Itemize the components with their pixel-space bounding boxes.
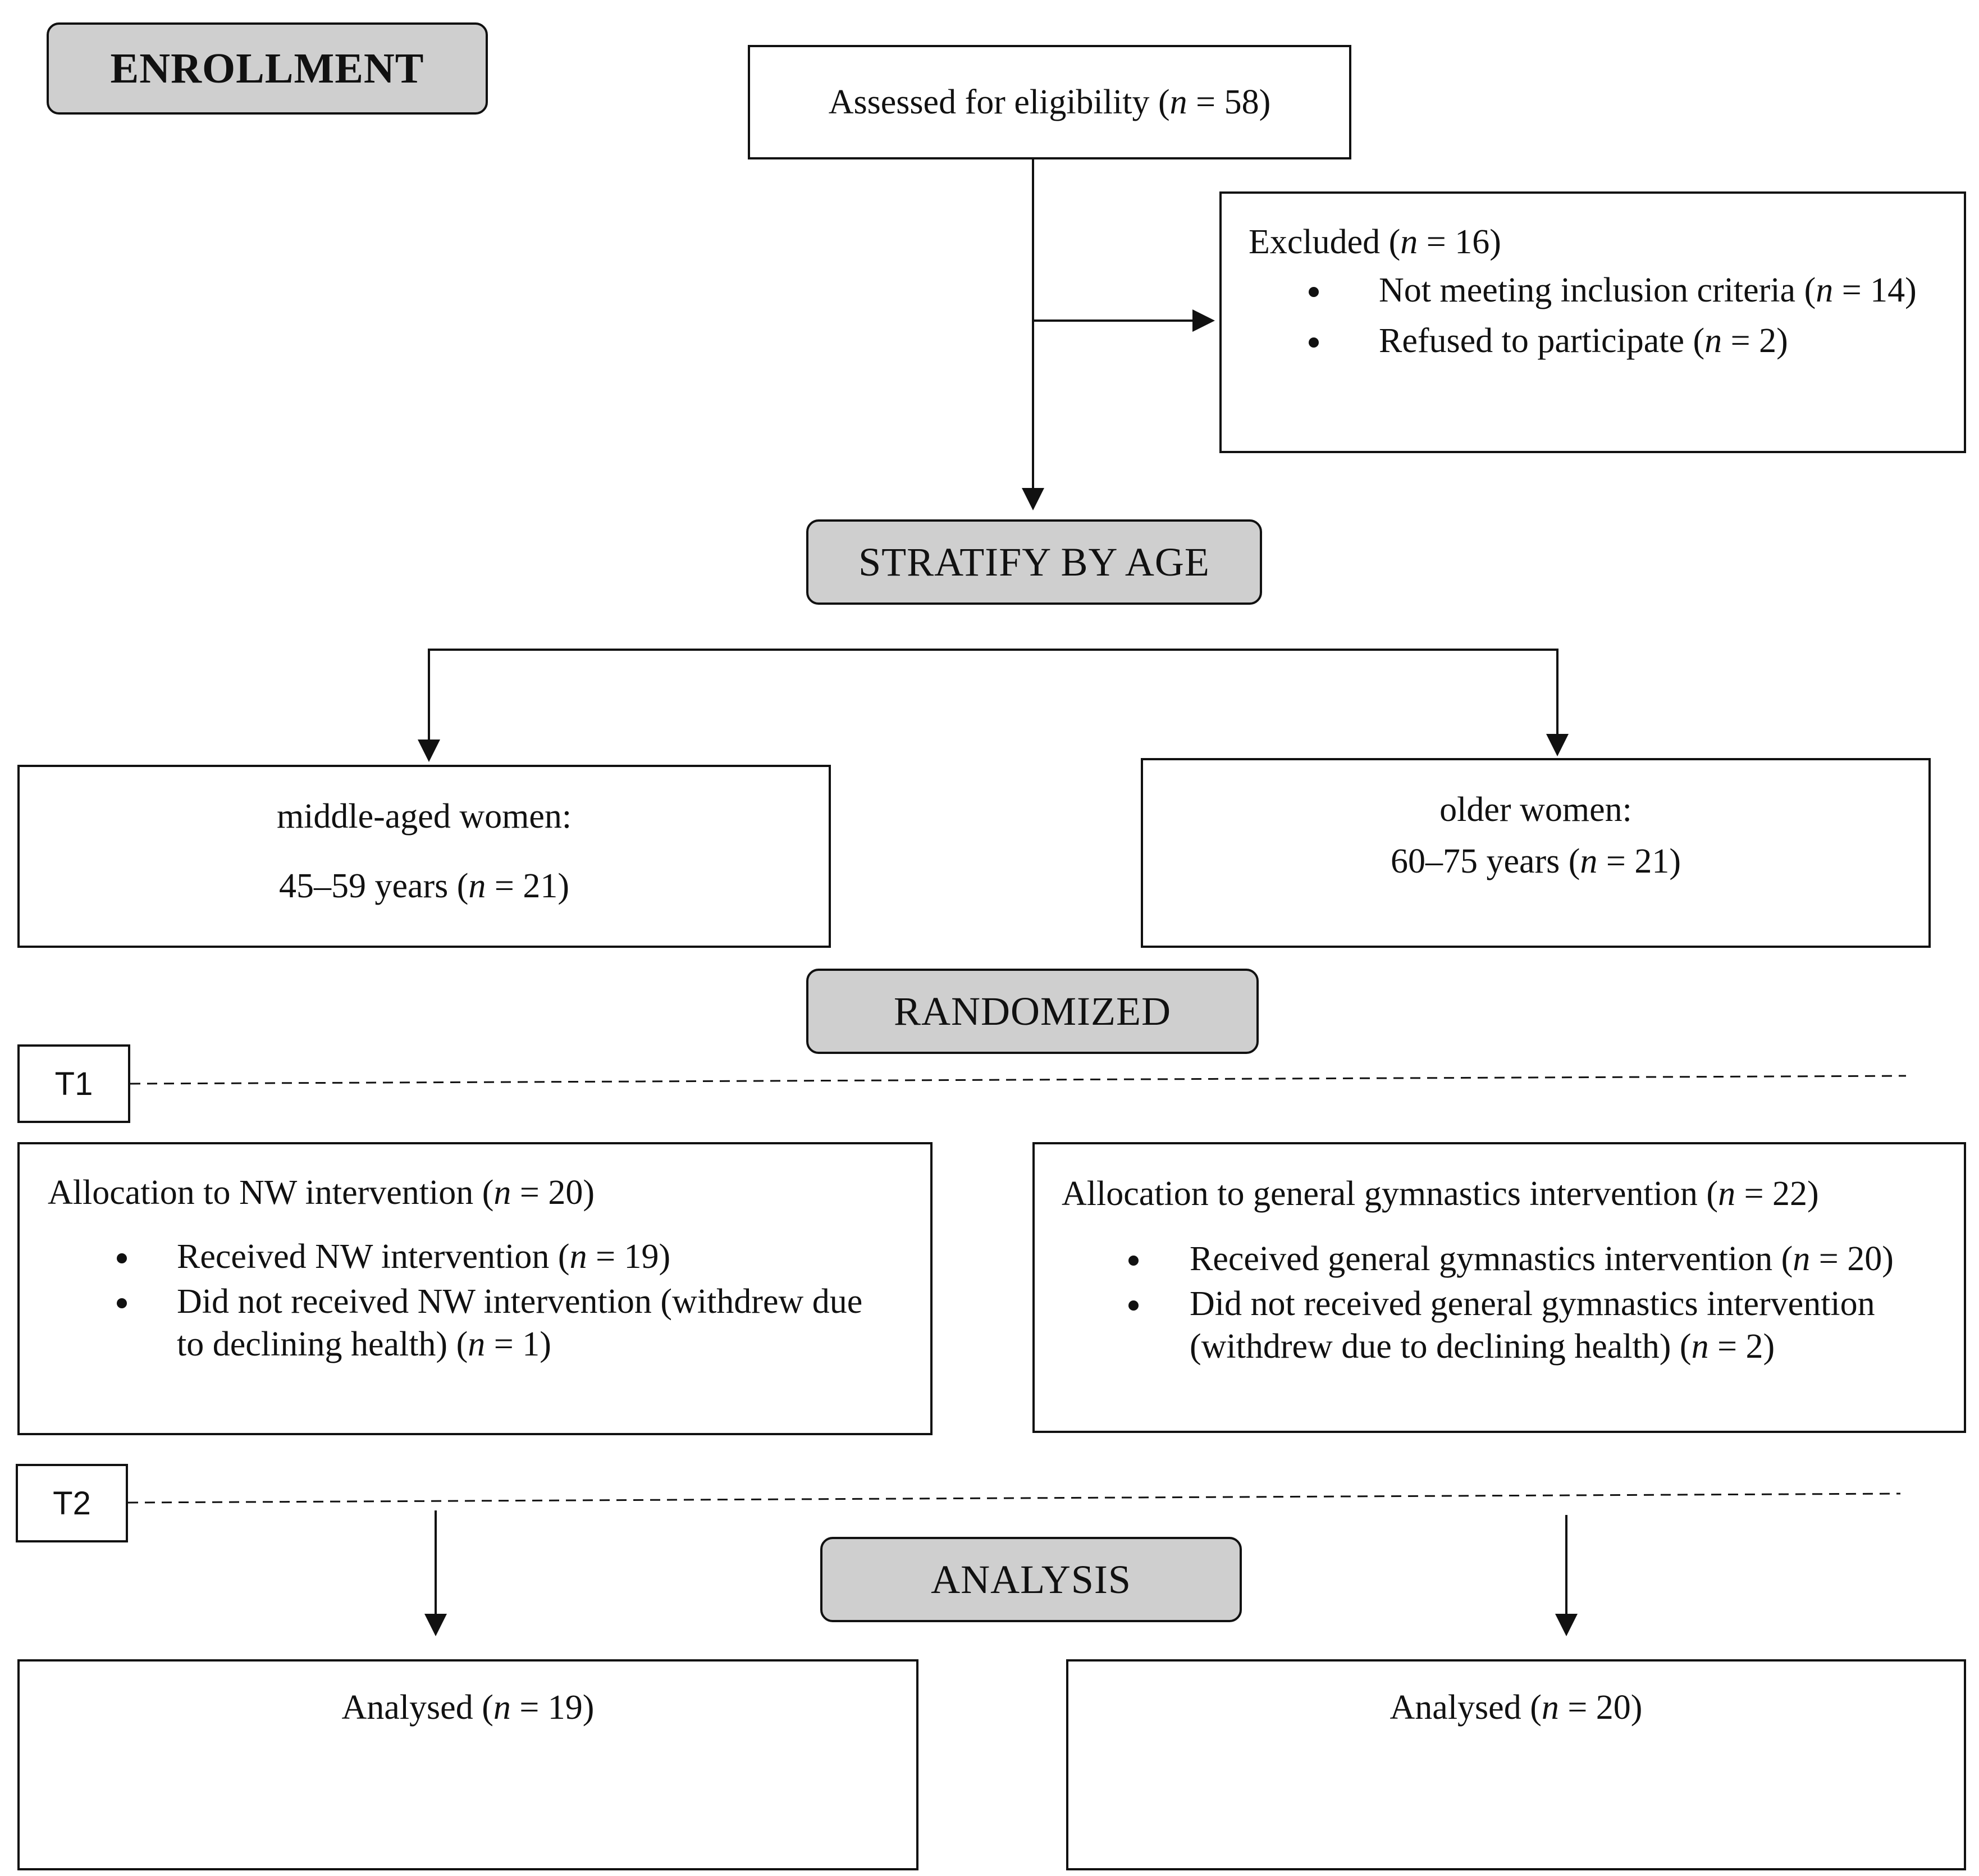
nw-allocation-title: Allocation to NW intervention (n = 20) [48,1170,595,1215]
older-women-label: older women: [1439,791,1632,829]
reason-count: = 2) [1722,322,1788,360]
reason-text: Refused to participate ( [1379,322,1705,360]
not-received-text: Did not received general gymnastics inte… [1190,1285,1875,1323]
group-count: = 21) [1597,842,1681,880]
received-count: = 20) [1810,1240,1894,1278]
age-range: 60–75 years ( [1390,842,1580,880]
n-symbol: n [1541,1688,1559,1727]
n-symbol: n [1793,1240,1811,1278]
allocation-count: = 22) [1735,1175,1819,1213]
gym-allocation-box: Allocation to general gymnastics interve… [1032,1142,1966,1433]
excluded-reason-item: Refused to participate (n = 2) [1309,319,1917,362]
not-received-reason: (withdrew due to declining health) ( [1190,1327,1692,1366]
reason-text: Not meeting inclusion criteria ( [1379,271,1816,309]
reason-count: = 14) [1833,271,1917,309]
stage-randomized: RANDOMIZED [806,969,1259,1054]
n-symbol: n [493,1174,511,1212]
assessed-text: Assessed for eligibility (n = 58) [829,80,1271,125]
n-symbol: n [1816,271,1834,309]
analysed-right-text: Analysed (n = 20) [1068,1685,1964,1730]
not-received-reason: to declining health) ( [177,1325,468,1363]
gym-allocation-items: Received general gymnastics intervention… [1128,1238,1959,1368]
assessed-box: Assessed for eligibility (n = 58) [748,45,1351,159]
bullet-dot [1309,287,1319,297]
analysed-count: = 19) [510,1688,595,1727]
allocation-label: Allocation to NW intervention ( [48,1174,494,1212]
assessed-count: = 58) [1187,83,1271,121]
n-symbol: n [1580,842,1598,880]
analysed-left-text: Analysed (n = 19) [20,1685,916,1730]
analysed-left-box: Analysed (n = 19) [17,1659,918,1870]
excluded-box: Excluded (n = 16) Not meeting inclusion … [1219,191,1966,453]
received-text: Received NW intervention ( [177,1238,570,1276]
received-text: Received general gymnastics intervention… [1190,1240,1793,1278]
n-symbol: n [468,867,486,905]
received-count: = 19) [587,1238,671,1276]
excluded-title: Excluded (n = 16) [1249,220,1501,264]
not-received-count: = 2) [1708,1327,1775,1366]
bullet-dot [1128,1256,1139,1266]
n-symbol: n [1704,322,1722,360]
nw-allocation-items: Received NW intervention (n = 19) Did no… [117,1235,918,1366]
n-symbol: n [1718,1175,1736,1213]
middle-aged-label: middle-aged women: [276,797,572,836]
bullet-dot [117,1253,127,1263]
older-women-range: 60–75 years (n = 21) [1143,839,1928,884]
n-symbol: n [569,1238,587,1276]
timepoint-t2: T2 [16,1464,128,1542]
gym-received-item: Received general gymnastics intervention… [1128,1238,1959,1280]
middle-aged-box: middle-aged women: 45–59 years (n = 21) [17,765,831,948]
stage-analysis: ANALYSIS [820,1537,1242,1622]
nw-received-item: Received NW intervention (n = 19) [117,1235,918,1278]
nw-not-received-item: Did not received NW intervention (withdr… [117,1280,918,1366]
n-symbol: n [1691,1327,1709,1366]
stage-enrollment: ENROLLMENT [47,22,488,115]
bullet-dot [1309,337,1319,348]
assessed-label: Assessed for eligibility ( [828,83,1170,121]
branch-bar [428,649,1558,751]
t2-dashed-line [127,1492,1901,1504]
gym-not-received-item: Did not received general gymnastics inte… [1128,1282,1959,1368]
n-symbol: n [1400,223,1418,261]
not-received-count: = 1) [485,1325,551,1363]
bullet-dot [117,1298,127,1308]
analysed-count: = 20) [1558,1688,1643,1727]
gym-allocation-title: Allocation to general gymnastics interve… [1062,1171,1819,1216]
excluded-label: Excluded ( [1249,223,1401,261]
allocation-label: Allocation to general gymnastics interve… [1062,1175,1719,1213]
excluded-reasons: Not meeting inclusion criteria (n = 14) … [1309,269,1917,362]
analysed-label: Analysed ( [1390,1688,1542,1727]
analysed-right-box: Analysed (n = 20) [1066,1659,1966,1870]
analysed-label: Analysed ( [341,1688,493,1727]
n-symbol: n [493,1688,511,1727]
age-range: 45–59 years ( [278,867,469,905]
older-women-box: older women: 60–75 years (n = 21) [1141,758,1931,948]
group-count: = 21) [486,867,570,905]
middle-aged-range: 45–59 years (n = 21) [20,864,829,909]
not-received-text: Did not received NW intervention (withdr… [177,1282,863,1321]
excluded-reason-item: Not meeting inclusion criteria (n = 14) [1309,269,1917,312]
timepoint-t1: T1 [17,1044,130,1123]
allocation-count: = 20) [511,1174,595,1212]
n-symbol: n [468,1325,486,1363]
nw-allocation-box: Allocation to NW intervention (n = 20) R… [17,1142,933,1435]
bullet-dot [1128,1300,1139,1311]
excluded-count: = 16) [1418,223,1501,261]
n-symbol: n [1169,83,1187,121]
stage-stratify-by-age: STRATIFY BY AGE [806,519,1262,605]
t1-dashed-line [130,1075,1907,1085]
